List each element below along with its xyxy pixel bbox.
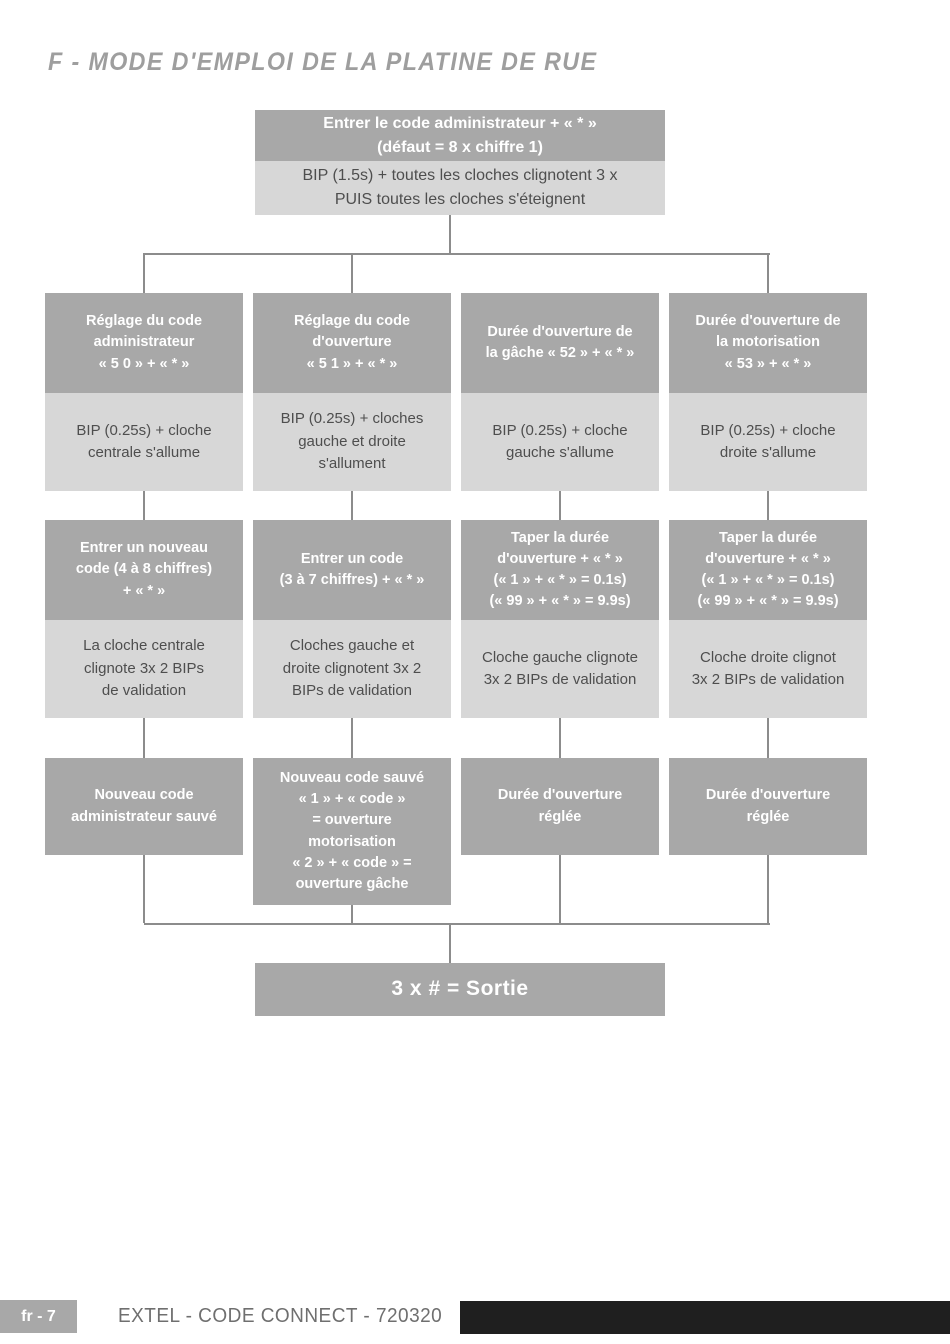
connector-root-stem [449,215,451,253]
connector-drop-branch-4 [767,253,769,293]
page-number-badge: fr - 7 [0,1300,77,1333]
connector-branch-3-b [559,718,561,758]
connector-branch-4-a [767,491,769,520]
connector-branch-2-b [351,718,353,758]
branch-2-input-box: Entrer un code (3 à 7 chiffres) + « * » [253,520,451,620]
branch-1-feedback2-box: La cloche centrale clignote 3x 2 BIPs de… [45,620,243,718]
page-title: F - MODE D'EMPLOI DE LA PLATINE DE RUE [48,48,598,76]
branch-3-feedback2-box: Cloche gauche clignote 3x 2 BIPs de vali… [461,620,659,718]
connector-branch-4-b [767,718,769,758]
branch-1-confirmation-box: Nouveau code administrateur sauvé [45,758,243,855]
connector-branch-2-a [351,491,353,520]
branch-4-feedback2-box: Cloche droite clignot 3x 2 BIPs de valid… [669,620,867,718]
branch-2-feedback2-box: Cloches gauche et droite clignotent 3x 2… [253,620,451,718]
branch-4-setting-box: Durée d'ouverture de la motorisation « 5… [669,293,867,393]
footer-black-bar [460,1301,950,1334]
connector-branch-2-c [351,905,353,923]
branch-2-feedback1-box: BIP (0.25s) + cloches gauche et droite s… [253,393,451,491]
connector-exit-stem [449,923,451,963]
connector-branch-3-c [559,855,561,923]
branch-1-setting-box: Réglage du code administrateur « 5 0 » +… [45,293,243,393]
connector-branch-3-a [559,491,561,520]
connector-branch-line-bottom [144,923,770,925]
connector-branch-1-a [143,491,145,520]
connector-branch-4-c [767,855,769,923]
connector-drop-branch-1 [143,253,145,293]
exit-box: 3 x # = Sortie [255,963,665,1016]
branch-3-input-box: Taper la durée d'ouverture + « * » (« 1 … [461,520,659,620]
branch-1-input-box: Entrer un nouveau code (4 à 8 chiffres) … [45,520,243,620]
branch-1-feedback1-box: BIP (0.25s) + cloche centrale s'allume [45,393,243,491]
connector-drop-branch-2 [351,253,353,293]
root-result-box: BIP (1.5s) + toutes les cloches clignote… [255,161,665,215]
branch-2-confirmation-box: Nouveau code sauvé « 1 » + « code » = ou… [253,758,451,905]
branch-4-input-box: Taper la durée d'ouverture + « * » (« 1 … [669,520,867,620]
product-reference: EXTEL - CODE CONNECT - 720320 [118,1305,443,1327]
connector-branch-1-b [143,718,145,758]
root-action-box: Entrer le code administrateur + « * » (d… [255,110,665,161]
connector-branch-line-top [144,253,770,255]
branch-4-confirmation-box: Durée d'ouverture réglée [669,758,867,855]
branch-3-feedback1-box: BIP (0.25s) + cloche gauche s'allume [461,393,659,491]
branch-2-setting-box: Réglage du code d'ouverture « 5 1 » + « … [253,293,451,393]
branch-4-feedback1-box: BIP (0.25s) + cloche droite s'allume [669,393,867,491]
branch-3-setting-box: Durée d'ouverture de la gâche « 52 » + «… [461,293,659,393]
connector-branch-1-c [143,855,145,923]
branch-3-confirmation-box: Durée d'ouverture réglée [461,758,659,855]
